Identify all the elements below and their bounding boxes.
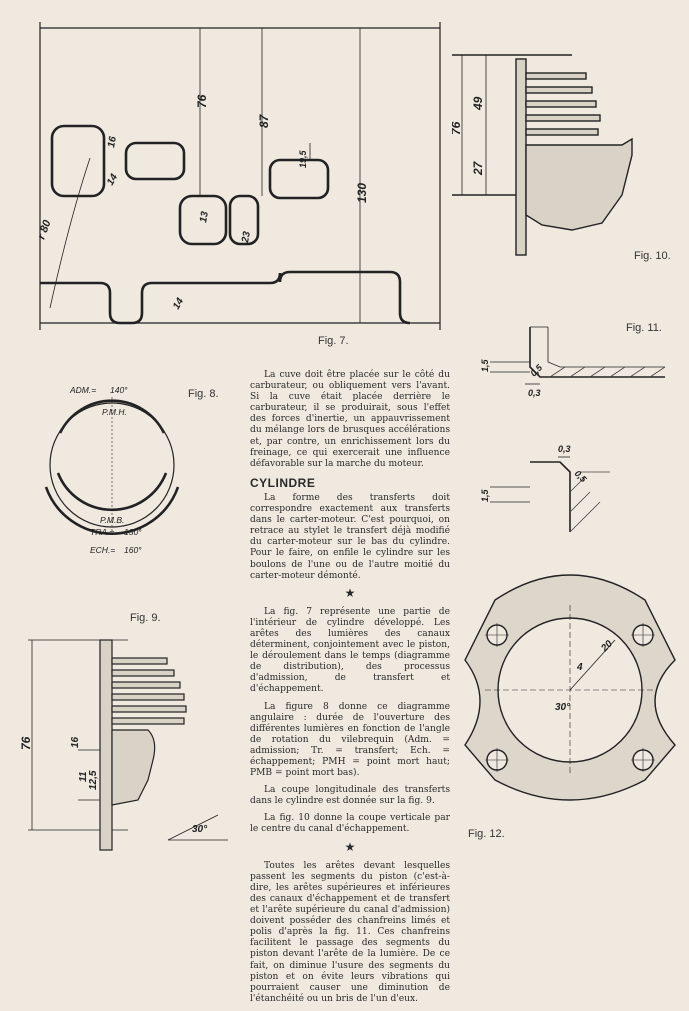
fig9-dim-76: 76 — [19, 736, 33, 750]
fig9-dim-12-5: 12,5 — [88, 770, 99, 790]
fig7-dim-23: 23 — [240, 230, 253, 244]
fig8-ech-value: 160° — [124, 545, 142, 555]
fig9-dim-30deg: 30° — [192, 824, 208, 835]
figure-11-drawing: 1,5 0,5 0,3 0,3 1,5 0,5 — [480, 326, 666, 533]
fig12-dim-30deg: 30° — [555, 702, 571, 713]
fig11-top-dim-1-5: 1,5 — [480, 358, 490, 372]
paragraph-transfers: La forme des transferts doit correspondr… — [250, 492, 450, 581]
fig10-dim-49: 49 — [471, 96, 485, 111]
fig8-pmb-label: P.M.B. — [100, 515, 124, 525]
fig7-dim-14: 14 — [105, 172, 120, 188]
paragraph-fig10: La fig. 10 donne la coupe verticale par … — [250, 813, 450, 835]
fig11-bottom-dim-0-5: 0,5 — [573, 468, 590, 485]
fig7-dim-r80: r 80 — [36, 218, 54, 241]
fig7-dim-19-5: 19,5 — [298, 149, 308, 168]
fig8-pmh-label: P.M.H. — [102, 407, 127, 417]
paragraph-carburetor-bowl: La cuve doit être placée sur le côté du … — [250, 370, 450, 469]
article-text-column: La cuve doit être placée sur le côté du … — [250, 370, 450, 1011]
fig10-dim-76: 76 — [452, 121, 463, 135]
fig11-bottom-dim-0-3: 0,3 — [558, 444, 571, 454]
figure-8-caption: Fig. 8. — [188, 388, 219, 400]
fig7-dim-14b: 14 — [171, 296, 186, 312]
fig10-dim-27: 27 — [471, 160, 485, 176]
fig7-dim-130: 130 — [355, 183, 369, 203]
fig8-tra-value: 130° — [124, 527, 142, 537]
paragraph-fig7: La fig. 7 représente une partie de l'int… — [250, 606, 450, 695]
fig7-dim-76: 76 — [195, 94, 209, 108]
figure-11-caption: Fig. 11. — [626, 322, 662, 334]
fig11-top-dim-0-3: 0,3 — [528, 388, 541, 398]
figure-7-drawing: 76 87 130 19,5 r 80 16 14 13 23 14 — [36, 22, 441, 330]
figure-8-drawing: ADM.= 140° P.M.H. P.M.B. TRA.= 130° ECH.… — [44, 385, 180, 555]
fig9-dim-11: 11 — [78, 771, 89, 782]
fig7-dim-16: 16 — [106, 135, 119, 148]
fig8-adm-label: ADM.= — [69, 385, 96, 395]
figure-10-drawing: 76 49 27 — [452, 54, 633, 256]
figure-7-caption: Fig. 7. — [318, 335, 349, 347]
fig8-adm-value: 140° — [110, 385, 128, 395]
paragraph-fig8: La figure 8 donne ce diagramme angulaire… — [250, 701, 450, 779]
figure-9-caption: Fig. 9. — [130, 612, 161, 624]
fig11-top-dim-0-5: 0,5 — [528, 362, 545, 379]
fig8-tra-label: TRA.= — [90, 527, 114, 537]
separator-star-2: ★ — [344, 839, 356, 854]
separator-star-1: ★ — [344, 585, 356, 600]
figure-12-caption: Fig. 12. — [468, 828, 505, 840]
fig9-dim-16: 16 — [70, 736, 81, 748]
fig12-dim-4: 4 — [576, 662, 583, 673]
figure-9-drawing: 76 16 11 12,5 30° — [19, 639, 228, 851]
figure-10-caption: Fig. 10. — [634, 250, 671, 262]
fig11-bottom-dim-1-5: 1,5 — [480, 488, 490, 502]
fig7-dim-13: 13 — [198, 210, 211, 223]
section-heading-cylindre: CYLINDRE — [250, 475, 316, 490]
fig8-ech-label: ECH.= — [90, 545, 115, 555]
paragraph-chamfers: Toutes les arêtes devant lesquelles pass… — [250, 860, 450, 1004]
paragraph-fig9: La coupe longitudinale des transferts da… — [250, 785, 450, 807]
figure-12-drawing: 20 4 30° — [464, 574, 676, 801]
fig7-dim-87: 87 — [257, 113, 271, 128]
